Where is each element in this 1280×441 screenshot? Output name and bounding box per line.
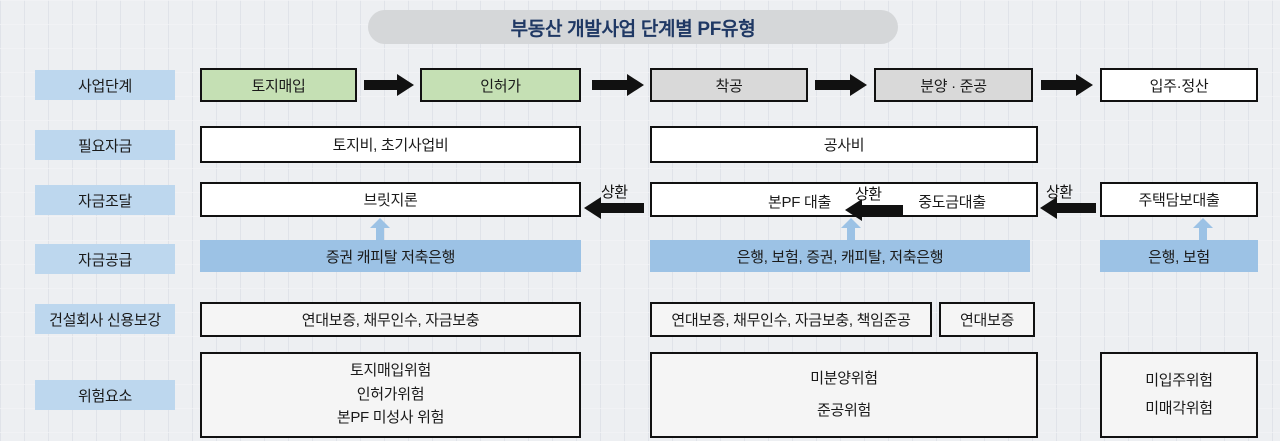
repayment-label: 상환 (1046, 184, 1073, 201)
supply-box-bridge: 증권 캐피탈 저축은행 (200, 240, 581, 272)
stage-box-movein-settlement: 입주·정산 (1100, 68, 1258, 102)
row-label-credit-enhancement: 건설회사 신용보강 (35, 304, 175, 334)
risk-line: 본PF 미성사 위험 (336, 409, 445, 427)
stage-box-permit: 인허가 (420, 68, 581, 102)
funds-box-construction: 공사비 (650, 126, 1038, 163)
risk-line: 미입주위험 (1145, 372, 1213, 390)
row-label-required-funds: 필요자금 (35, 130, 175, 160)
repayment-arrow-left-icon (584, 197, 644, 219)
risk-box-stage1: 토지매입위험 인허가위험 본PF 미성사 위험 (200, 352, 581, 438)
supply-box-main-pf: 은행, 보험, 증권, 캐피탈, 저축은행 (650, 240, 1030, 272)
arrow-right-icon (592, 74, 644, 96)
supply-up-arrow-icon (1193, 218, 1213, 240)
row-label-stage: 사업단계 (35, 70, 175, 100)
supply-up-arrow-icon (841, 218, 861, 240)
arrow-right-icon (815, 74, 867, 96)
credit-box-interim: 연대보증 (939, 302, 1035, 337)
supply-up-arrow-icon (370, 218, 390, 240)
credit-box-main-pf: 연대보증, 채무인수, 자금보충, 책임준공 (650, 302, 932, 337)
arrow-right-icon (364, 74, 414, 96)
credit-box-bridge: 연대보증, 채무인수, 자금보충 (200, 302, 581, 337)
stage-box-construction-start: 착공 (650, 68, 808, 102)
risk-box-stage3: 미입주위험 미매각위험 (1100, 352, 1258, 438)
risk-line: 미분양위험 (810, 370, 878, 388)
risk-line: 준공위험 (816, 401, 871, 419)
row-label-fund-supply: 자금공급 (35, 244, 175, 274)
funds-box-land-initial: 토지비, 초기사업비 (200, 126, 581, 163)
main-pf-loan-label: 본PF 대출 (768, 194, 831, 211)
financing-box-bridge-loan: 브릿지론 (200, 182, 581, 217)
row-label-financing: 자금조달 (35, 185, 175, 215)
diagram-title: 부동산 개발사업 단계별 PF유형 (368, 10, 898, 44)
repayment-label: 상환 (601, 184, 628, 201)
arrow-right-icon (1041, 74, 1093, 96)
risk-line: 인허가위험 (356, 385, 425, 403)
row-label-risk-factors: 위험요소 (35, 380, 175, 410)
risk-line: 미매각위험 (1145, 399, 1213, 417)
supply-box-mortgage: 은행, 보험 (1100, 240, 1258, 272)
interim-payment-loan-label: 중도금대출 (918, 194, 986, 211)
repayment-arrow-left-icon (845, 199, 903, 221)
stage-box-sale-completion: 분양 · 준공 (874, 68, 1033, 102)
risk-box-stage2: 미분양위험 준공위험 (650, 352, 1038, 438)
repayment-arrow-left-icon (1040, 197, 1096, 219)
financing-box-mortgage: 주택담보대출 (1100, 182, 1258, 217)
financing-box-main-pf: 본PF 대출 상환 중도금대출 (650, 182, 1038, 221)
stage-box-land-purchase: 토지매입 (200, 68, 357, 102)
risk-line: 토지매입위험 (349, 362, 431, 380)
repayment-label: 상환 (855, 186, 882, 203)
